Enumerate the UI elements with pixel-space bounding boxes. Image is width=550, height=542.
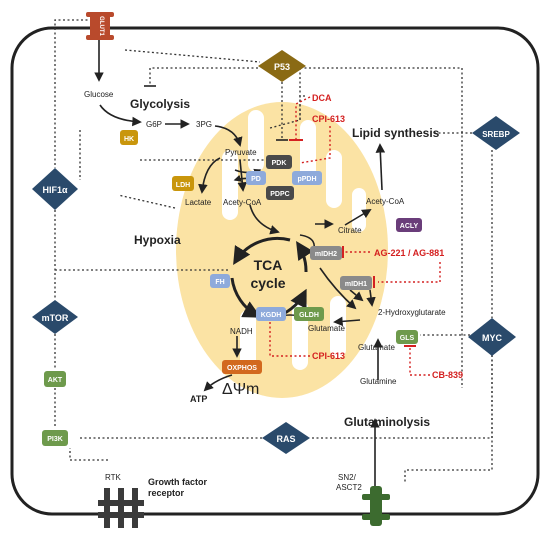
pdpc-box: PDPC	[266, 186, 294, 200]
gfr-label-line2: receptor	[148, 488, 185, 498]
glutamine-label: Glutamine	[360, 377, 397, 386]
cb839-label: CB-839	[432, 370, 463, 380]
citrate-label: Citrate	[338, 226, 362, 235]
atp-label: ATP	[190, 394, 207, 404]
srebp-label: SREBP	[482, 130, 510, 139]
fh-label: FH	[215, 279, 224, 286]
sn2-label-line2: ASCT2	[336, 483, 362, 492]
ppdh-label: pPDH	[297, 176, 316, 183]
gfr-label-line1: Growth factor	[148, 477, 207, 487]
hif1a-node: HIF1α	[32, 168, 78, 210]
regulatory-links	[54, 19, 493, 482]
midh2-box: mIDH2	[310, 246, 342, 260]
lipid-synthesis-label: Lipid synthesis	[352, 126, 440, 140]
glutamate-mito-label: Glutamate	[308, 324, 345, 333]
g6p-label: G6P	[146, 120, 162, 129]
hk-box: HK	[120, 130, 138, 145]
delta-psi-label: ΔΨm	[222, 381, 259, 398]
akt-label: AKT	[48, 377, 63, 384]
mtor-node: mTOR	[32, 300, 78, 334]
midh2-label: mIDH2	[315, 251, 337, 258]
rtk-label: RTK	[105, 473, 122, 482]
pi3k-box: PI3K	[42, 430, 68, 446]
hk-label: HK	[124, 136, 134, 143]
sn2-label-line1: SN2/	[338, 473, 357, 482]
gls-label: GLS	[400, 335, 415, 342]
glucose-label: Glucose	[84, 90, 114, 99]
ldh-box: LDH	[172, 176, 194, 191]
glutamate-cyto-label: Glutamate	[358, 343, 395, 352]
kgdh-box: KGDH	[256, 307, 286, 321]
lactate-label: Lactate	[185, 198, 212, 207]
myc-node: MYC	[468, 318, 516, 356]
two-hg-label: 2-Hydroxyglutarate	[378, 308, 446, 317]
ldh-label: LDH	[176, 182, 190, 189]
rtk-receptor	[98, 488, 144, 528]
gldh-label: GLDH	[299, 312, 319, 319]
nadh-label: NADH	[230, 327, 253, 336]
cpi613-bottom-label: CPI-613	[312, 351, 345, 361]
dca-label: DCA	[312, 93, 332, 103]
midh1-box: mIDH1	[340, 276, 372, 290]
oxphos-box: OXPHOS	[222, 360, 262, 374]
oxphos-label: OXPHOS	[227, 365, 257, 372]
sn2-transporter	[362, 486, 390, 526]
acetyl-coa-cyto-label: Acety-CoA	[366, 197, 405, 206]
3pg-label: 3PG	[196, 120, 212, 129]
glut1-transporter: GLUT1	[86, 12, 114, 40]
ras-label: RAS	[276, 434, 295, 444]
srebp-node: SREBP	[472, 116, 520, 150]
pi3k-label: PI3K	[47, 436, 63, 443]
acly-label: ACLY	[400, 223, 419, 230]
acetyl-coa-mito-label: Acety-CoA	[223, 198, 262, 207]
ag-label: AG-221 / AG-881	[374, 248, 444, 258]
mitochondrion	[176, 102, 388, 398]
tca-label-line2: cycle	[250, 275, 285, 291]
hif1a-label: HIF1α	[42, 185, 68, 195]
cell-membrane	[10, 26, 540, 516]
pdpc-label: PDPC	[270, 191, 289, 198]
glycolysis-label: Glycolysis	[130, 97, 190, 111]
midh1-label: mIDH1	[345, 281, 367, 288]
acly-box: ACLY	[396, 218, 422, 232]
pyruvate-label: Pyruvate	[225, 148, 257, 157]
tca-label-line1: TCA	[254, 257, 283, 273]
pdk-box: PDK	[266, 155, 292, 169]
ras-node: RAS	[262, 422, 310, 454]
akt-box: AKT	[44, 371, 66, 387]
ppdh-box: pPDH	[292, 171, 322, 185]
hypoxia-label: Hypoxia	[134, 233, 181, 247]
gls-box: GLS	[396, 330, 418, 344]
drug-links	[269, 96, 441, 376]
fh-box: FH	[210, 274, 230, 288]
black-inhibition	[144, 85, 288, 141]
glutaminolysis-label: Glutaminolysis	[344, 415, 430, 429]
glut1-label: GLUT1	[98, 16, 104, 36]
tca-cycle-arrows	[230, 236, 314, 320]
myc-label: MYC	[482, 333, 503, 343]
metabolic-arrows	[94, 40, 386, 486]
gldh-box: GLDH	[294, 307, 324, 321]
p53-label: P53	[274, 62, 290, 72]
p53-node: P53	[258, 50, 306, 82]
kgdh-label: KGDH	[261, 312, 282, 319]
mtor-label: mTOR	[42, 313, 69, 323]
pdk-label: PDK	[272, 160, 287, 167]
pd-label: PD	[251, 176, 261, 183]
cpi613-top-label: CPI-613	[312, 114, 345, 124]
pd-box: PD	[246, 171, 266, 185]
